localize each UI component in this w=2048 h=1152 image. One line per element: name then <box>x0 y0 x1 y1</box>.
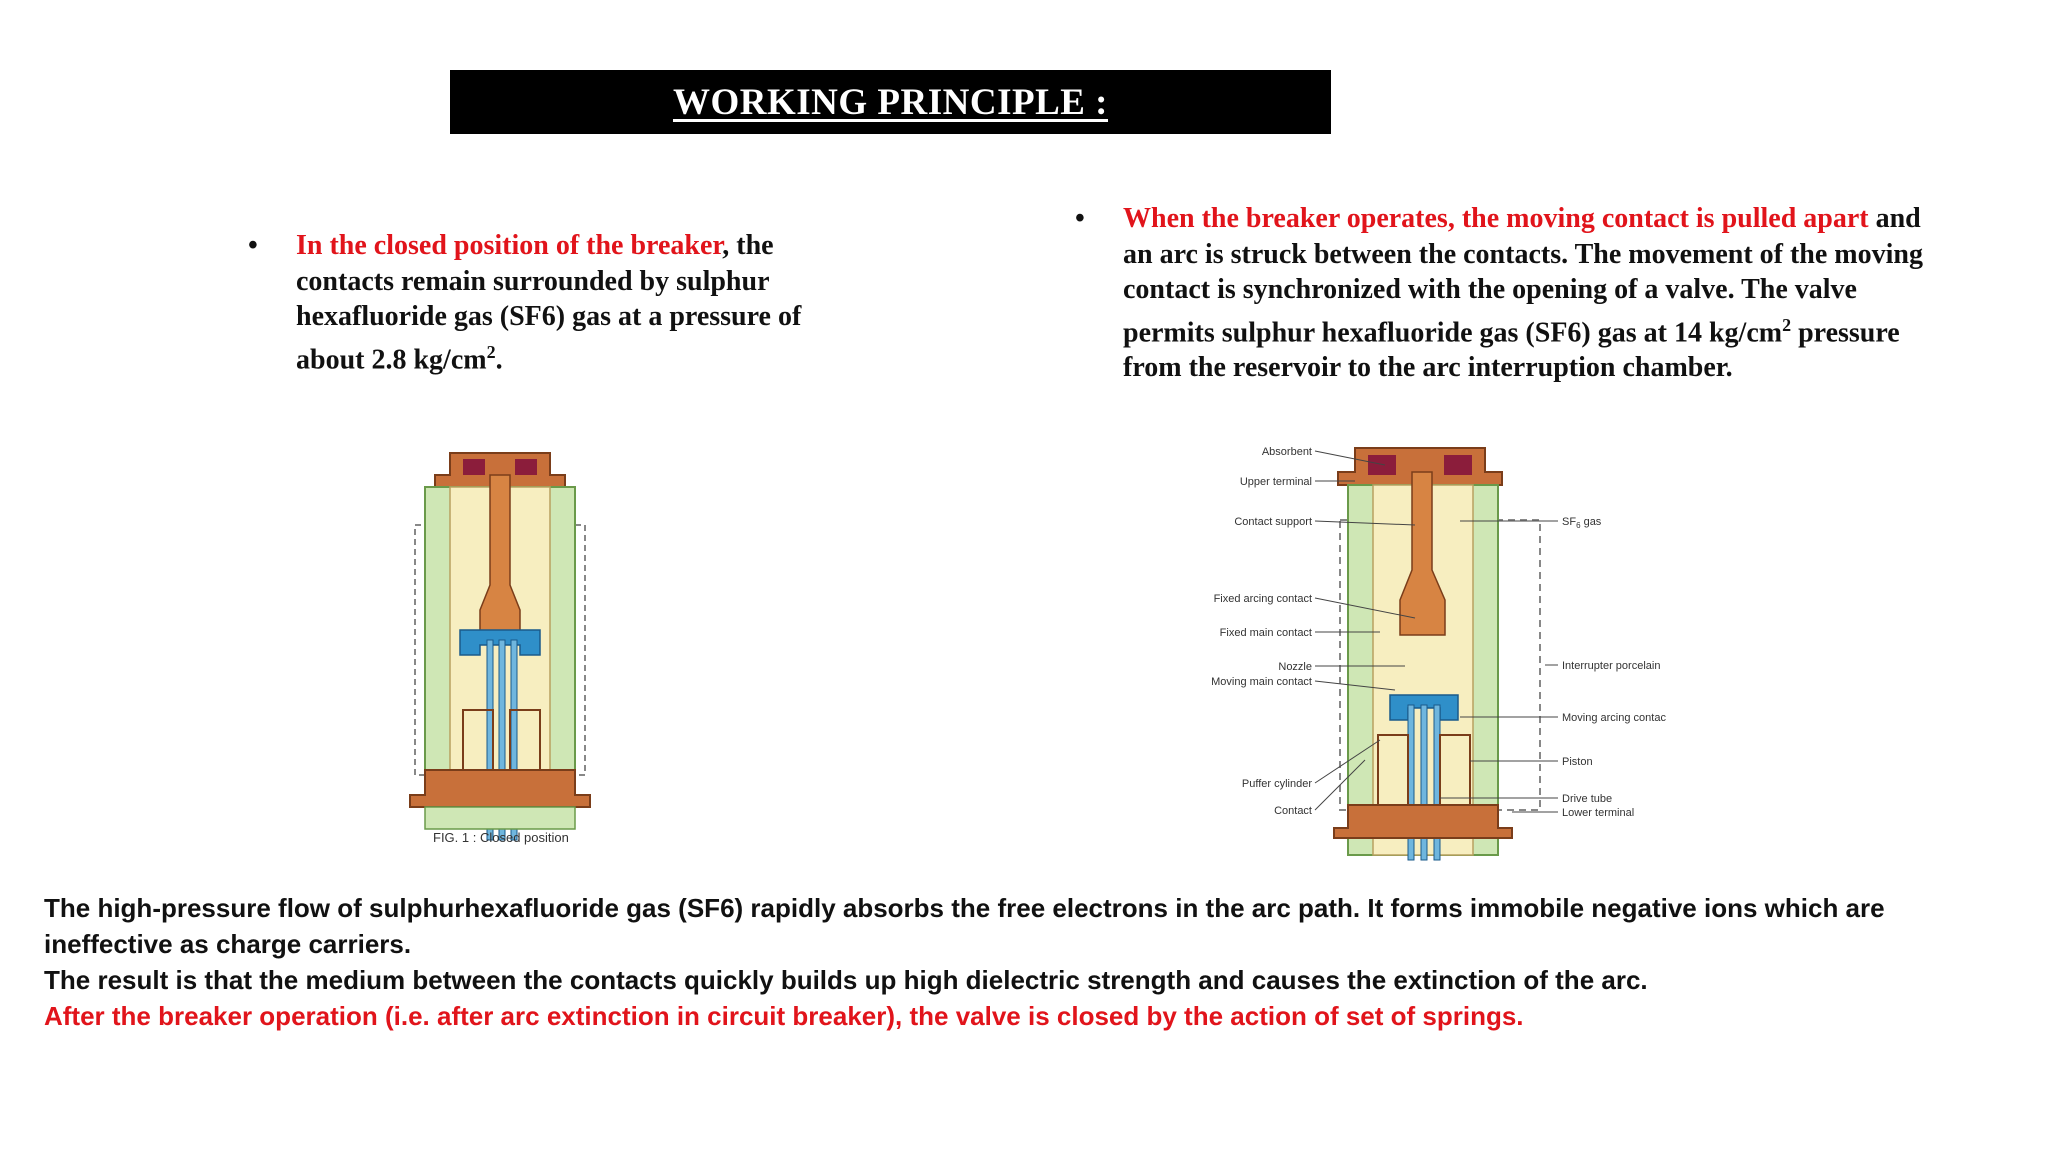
label-fixed-main-contact: Fixed main contact <box>1220 627 1312 639</box>
para-line-1: The high-pressure flow of sulphurhexaflu… <box>44 893 1885 959</box>
figure1-caption: FIG. 1 : Closed position <box>433 830 569 845</box>
label-interrupter-porcelain: Interrupter porcelain <box>1562 660 1660 672</box>
bullet-sup: 2 <box>1782 314 1792 335</box>
bullet-text: and an arc is struck between the contact… <box>1123 203 1923 348</box>
label-moving-main-contact: Moving main contact <box>1211 676 1312 688</box>
breaker-labeled-diagram: Absorbent Upper terminal Contact support… <box>1211 446 1666 861</box>
para-line-2: The result is that the medium between th… <box>44 965 1648 995</box>
para-line-3: After the breaker operation (i.e. after … <box>44 1001 1524 1031</box>
bullet-text-after: pressure from the reservoir to the arc i… <box>1123 316 1900 384</box>
bullet-closed-position: • In the closed position of the breaker,… <box>248 228 866 377</box>
label-contact-support: Contact support <box>1234 516 1312 528</box>
label-piston: Piston <box>1562 756 1593 768</box>
label-sf6-gas: SF6 gas <box>1562 516 1602 530</box>
label-fixed-arcing-contact: Fixed arcing contact <box>1214 593 1312 605</box>
label-nozzle: Nozzle <box>1278 661 1312 673</box>
label-upper-terminal: Upper terminal <box>1240 476 1312 488</box>
bullet-sup: 2 <box>486 341 496 362</box>
bullet-text: , the contacts remain surrounded by sulp… <box>296 230 802 375</box>
explanation-paragraph: The high-pressure flow of sulphurhexaflu… <box>44 890 2004 1034</box>
bullet-breaker-operates: • When the breaker operates, the moving … <box>1075 201 1943 386</box>
title-bar: WORKING PRINCIPLE : <box>450 70 1331 134</box>
bullet-red-text: In the closed position of the breaker <box>296 230 723 261</box>
label-moving-arcing-contact: Moving arcing contac <box>1562 712 1666 724</box>
label-puffer-cylinder: Puffer cylinder <box>1242 778 1312 790</box>
bullet-marker: • <box>1075 203 1085 234</box>
breaker-closed-diagram: FIG. 1 : Closed position <box>409 452 591 845</box>
label-contact: Contact <box>1274 805 1312 817</box>
bullet-red-text: When the breaker operates, the moving co… <box>1123 203 1869 234</box>
label-lower-terminal: Lower terminal <box>1562 807 1634 819</box>
page-title: WORKING PRINCIPLE : <box>672 81 1109 123</box>
bullet-marker: • <box>248 230 258 261</box>
label-absorbent: Absorbent <box>1262 446 1312 458</box>
label-drive-tube: Drive tube <box>1562 793 1612 805</box>
bullet-end: . <box>495 343 503 375</box>
